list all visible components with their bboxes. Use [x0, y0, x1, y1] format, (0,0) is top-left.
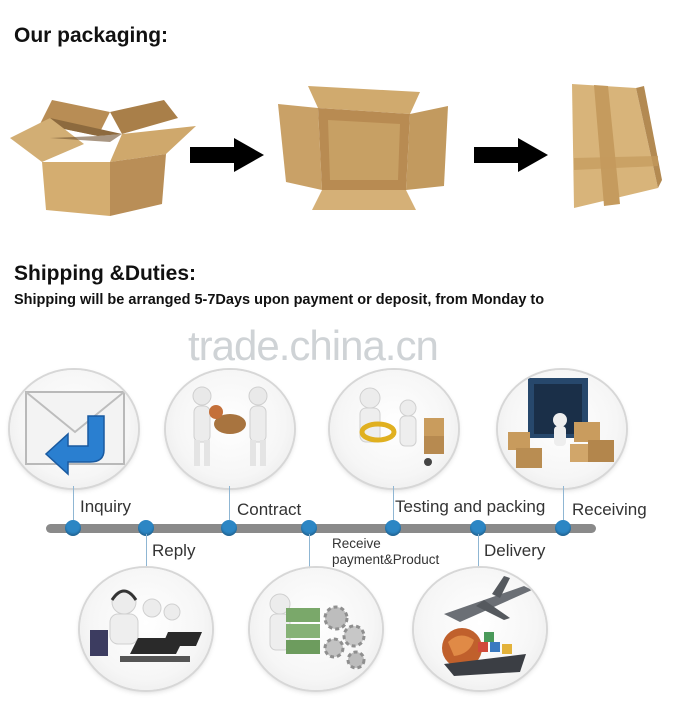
reply-circle — [80, 568, 212, 690]
step-label-receive: Receive payment&Product — [332, 536, 439, 568]
open-box-image — [10, 82, 202, 216]
timeline-tick — [393, 486, 394, 520]
timeline-tick — [73, 486, 74, 520]
container-boxes-icon — [508, 378, 614, 468]
envelope-icon — [25, 391, 125, 476]
step-label-contract: Contract — [237, 500, 302, 519]
payment-circle — [250, 568, 382, 690]
handshake-figures-icon — [192, 386, 268, 466]
shipping-note: Shipping will be arranged 5-7Days upon p… — [14, 292, 545, 308]
inquiry-envelope-circle — [10, 370, 138, 488]
packaging-title: Our packaging: — [14, 24, 169, 47]
testing-packing-icon — [359, 387, 444, 466]
money-gears-icon — [269, 593, 366, 670]
step-label-receive-line2: payment&Product — [332, 552, 440, 568]
timeline-bar — [46, 524, 596, 533]
timeline-tick — [309, 534, 310, 570]
timeline-dot — [555, 520, 571, 536]
step-label-inquiry: Inquiry — [80, 497, 132, 516]
timeline-tick — [478, 534, 479, 570]
timeline-tick — [146, 534, 147, 570]
airplane-globe-icon — [442, 576, 532, 676]
testing-packing-circle — [330, 370, 458, 488]
shipping-title: Shipping &Duties: — [14, 262, 196, 285]
arrow-right-icon — [474, 138, 548, 172]
receiving-circle — [498, 370, 626, 488]
timeline-dot — [138, 520, 154, 536]
contract-circle — [166, 370, 294, 488]
timeline-dot — [65, 520, 81, 536]
step-label-testing-packing: Testing and packing — [395, 497, 546, 516]
timeline-tick — [563, 486, 564, 520]
timeline-dot — [385, 520, 401, 536]
timeline-dot — [470, 520, 486, 536]
timeline-tick — [229, 486, 230, 520]
sealed-box-image — [564, 84, 662, 210]
customer-service-icon — [90, 589, 202, 662]
step-label-delivery: Delivery — [484, 541, 546, 560]
arrow-right-icon — [190, 138, 264, 172]
step-label-receive-line1: Receive — [332, 536, 381, 551]
delivery-circle — [414, 568, 546, 690]
flat-open-box-image — [278, 86, 450, 212]
step-label-receiving: Receiving — [572, 500, 647, 519]
timeline-dot — [301, 520, 317, 536]
step-label-reply: Reply — [152, 541, 196, 560]
watermark: trade.china.cn — [188, 322, 439, 369]
timeline-dot — [221, 520, 237, 536]
